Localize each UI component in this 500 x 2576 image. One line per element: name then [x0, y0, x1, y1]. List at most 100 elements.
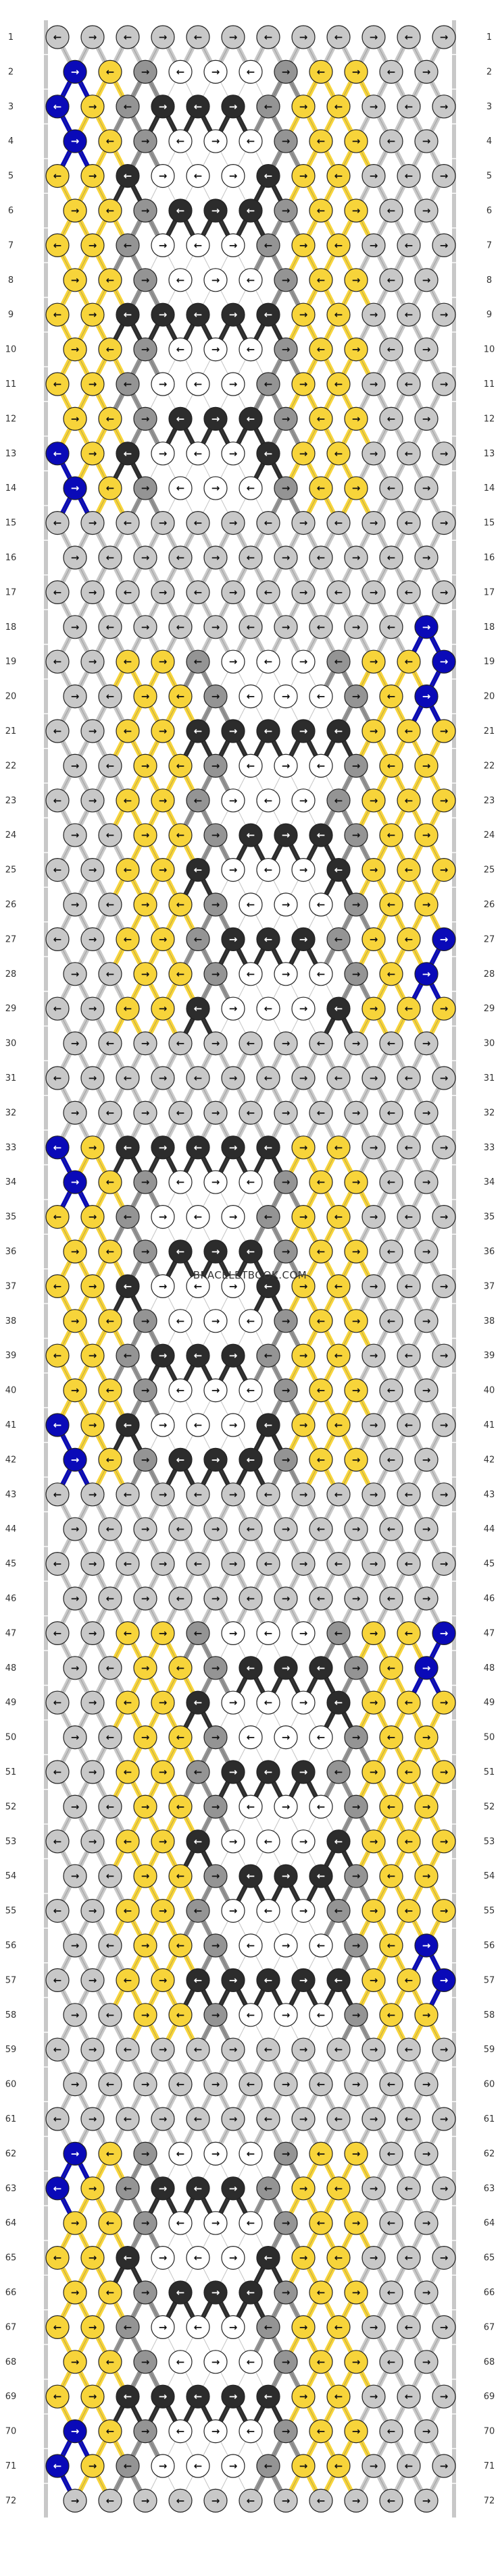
knot: → — [361, 233, 386, 257]
arrow-right-icon: → — [422, 205, 431, 217]
knot: → — [414, 1031, 439, 1056]
knot: ← — [168, 1100, 193, 1125]
knot: ← — [186, 25, 210, 49]
knot: ← — [239, 1586, 263, 1611]
arrow-left-icon: ← — [176, 482, 185, 494]
knot: → — [274, 1517, 298, 1541]
knot: → — [344, 753, 368, 778]
arrow-left-icon: ← — [53, 1488, 62, 1501]
arrow-left-icon: ← — [387, 1732, 396, 1744]
arrow-left-icon: ← — [124, 308, 132, 321]
arrow-left-icon: ← — [106, 274, 115, 286]
knot: → — [80, 1621, 105, 1645]
arrow-right-icon: → — [282, 898, 291, 911]
arrow-left-icon: ← — [264, 655, 273, 668]
knot: → — [221, 996, 245, 1021]
arrow-right-icon: → — [422, 1038, 431, 1050]
arrow-right-icon: → — [141, 898, 150, 911]
arrow-right-icon: → — [141, 829, 150, 841]
arrow-left-icon: ← — [264, 1142, 273, 1154]
arrow-left-icon: ← — [334, 170, 343, 182]
knot: → — [221, 580, 245, 605]
arrow-right-icon: → — [422, 898, 431, 911]
arrow-right-icon: → — [141, 1385, 150, 1397]
arrow-left-icon: ← — [53, 1211, 62, 1223]
knot: ← — [256, 1552, 280, 1576]
knot: ← — [45, 441, 70, 466]
arrow-left-icon: ← — [53, 170, 62, 182]
arrow-right-icon: → — [352, 898, 361, 911]
arrow-left-icon: ← — [124, 378, 132, 390]
knot: → — [344, 962, 368, 986]
knot: → — [133, 1725, 157, 1750]
arrow-left-icon: ← — [106, 1523, 115, 1535]
knot: ← — [239, 892, 263, 917]
arrow-left-icon: ← — [317, 898, 326, 911]
knot: ← — [309, 892, 333, 917]
knot: → — [221, 649, 245, 674]
arrow-right-icon: → — [89, 448, 97, 460]
arrow-left-icon: ← — [124, 1419, 132, 1431]
knot: → — [361, 927, 386, 952]
knot: ← — [309, 1517, 333, 1541]
arrow-right-icon: → — [211, 1523, 220, 1535]
knot: → — [80, 95, 105, 119]
knot: ← — [397, 580, 421, 605]
knot: ← — [45, 788, 70, 813]
arrow-left-icon: ← — [387, 1385, 396, 1397]
knot: ← — [186, 302, 210, 327]
knot: ← — [168, 545, 193, 570]
knot: ← — [379, 684, 403, 709]
arrow-left-icon: ← — [176, 412, 185, 425]
arrow-left-icon: ← — [247, 552, 255, 564]
knot: → — [221, 233, 245, 257]
knot: ← — [168, 823, 193, 847]
knot: → — [203, 1378, 228, 1403]
knot: ← — [45, 302, 70, 327]
knot: → — [432, 1413, 456, 1437]
knot: ← — [309, 615, 333, 639]
arrow-right-icon: → — [229, 1488, 238, 1501]
arrow-right-icon: → — [282, 759, 291, 772]
knot: → — [63, 1031, 87, 1056]
arrow-right-icon: → — [159, 308, 168, 321]
arrow-left-icon: ← — [387, 344, 396, 356]
arrow-left-icon: ← — [106, 1038, 115, 1050]
arrow-right-icon: → — [440, 448, 449, 460]
arrow-left-icon: ← — [106, 1385, 115, 1397]
knot: ← — [116, 233, 140, 257]
knot: ← — [186, 1621, 210, 1645]
arrow-right-icon: → — [422, 1315, 431, 1327]
arrow-right-icon: → — [229, 308, 238, 321]
arrow-right-icon: → — [141, 1523, 150, 1535]
knot: ← — [397, 927, 421, 952]
arrow-left-icon: ← — [405, 308, 414, 321]
arrow-right-icon: → — [352, 1385, 361, 1397]
arrow-left-icon: ← — [387, 1245, 396, 1258]
knot: → — [133, 962, 157, 986]
knot: → — [274, 59, 298, 84]
knot: → — [63, 1586, 87, 1611]
arrow-left-icon: ← — [124, 170, 132, 182]
arrow-right-icon: → — [299, 864, 308, 876]
arrow-left-icon: ← — [247, 135, 255, 147]
arrow-left-icon: ← — [106, 691, 115, 703]
arrow-right-icon: → — [229, 517, 238, 529]
knot: ← — [168, 1170, 193, 1194]
knot: → — [291, 25, 316, 49]
arrow-left-icon: ← — [53, 448, 62, 460]
knot: ← — [186, 95, 210, 119]
arrow-right-icon: → — [71, 1176, 80, 1188]
knot: ← — [116, 1135, 140, 1160]
knot: → — [344, 823, 368, 847]
arrow-left-icon: ← — [124, 725, 132, 737]
knot: ← — [116, 164, 140, 188]
knot: ← — [239, 1517, 263, 1541]
arrow-right-icon: → — [352, 412, 361, 425]
arrow-left-icon: ← — [387, 829, 396, 841]
knot: ← — [326, 649, 351, 674]
arrow-left-icon: ← — [334, 101, 343, 113]
knot: → — [221, 857, 245, 882]
arrow-right-icon: → — [299, 1072, 308, 1084]
arrow-left-icon: ← — [264, 31, 273, 43]
